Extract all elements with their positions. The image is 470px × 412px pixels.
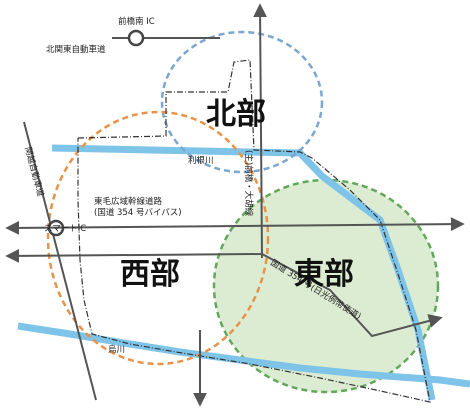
expressway-kitakanto-label: 北関東自動車道 [46,44,106,55]
west-zone-circle [46,110,270,366]
interchange-maebashi-marker [127,29,145,47]
interchange-west-label: スマートIC [44,224,86,234]
national-route-line [261,253,443,338]
zone-west-label: 西部 [120,257,180,292]
bypass-route-label: (国道 354 号バイパス) [94,207,182,218]
zone-east-label: 東部 [294,257,354,292]
bypass-road-line [5,217,465,235]
prefectural-road-label: (主)前橋・大胡線 [243,150,254,217]
expressway-kanetsu [23,121,97,401]
bypass-road-label: 東毛広域幹線道路 [94,196,163,207]
expressway-kanetsu-label: 関越自動車道 [22,146,46,199]
river-tone-label: 利根川 [188,155,214,166]
interchange-maebashi-label: 前橋南 IC [118,16,155,27]
north-zone-circle [160,30,324,174]
zone-north-label: 北部 [206,97,266,132]
river-karasu-label: 烏川 [108,344,125,355]
prefectural-road-line [253,3,268,259]
west-road-line [5,248,263,263]
